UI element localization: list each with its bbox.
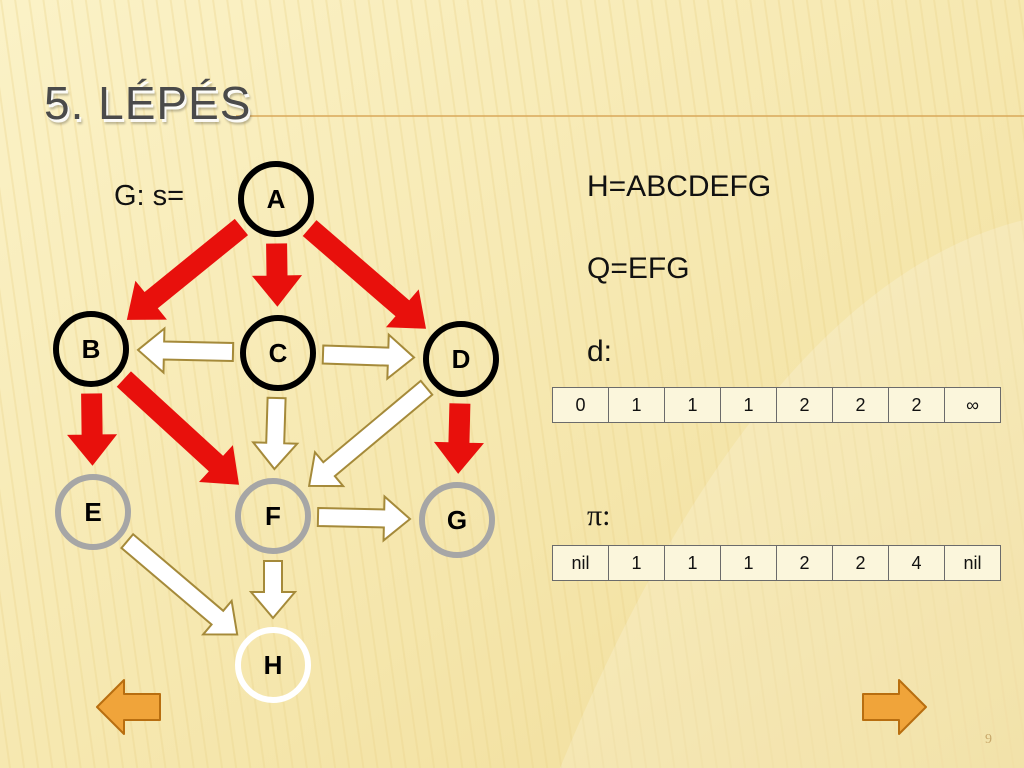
edge-F-H-arrow (248, 560, 298, 620)
node-B-circle (53, 311, 129, 387)
node-B-label: B (82, 334, 101, 364)
node-H-label: H (264, 650, 283, 680)
parent-cell: 1 (664, 545, 721, 581)
node-C: C (240, 315, 316, 391)
parent-row: nil 1 1 1 2 2 4 nil (552, 545, 1001, 581)
distance-table: 0 1 1 1 2 2 2 ∞ (552, 387, 1001, 423)
node-E-circle (55, 474, 131, 550)
graph-edges (67, 218, 484, 636)
node-H-circle (235, 627, 311, 703)
node-H: H (235, 627, 311, 703)
node-D: D (423, 321, 499, 397)
slide-title: 5. LÉPÉS (44, 77, 252, 129)
edge-B-E-arrow (67, 393, 118, 466)
parent-cell: 2 (832, 545, 889, 581)
edge-A-D-arrow (302, 220, 427, 329)
edge-C-D-arrow (321, 332, 416, 381)
distance-cell: 2 (832, 387, 889, 423)
edge-C-F-arrow (251, 396, 300, 471)
parent-cell: 1 (608, 545, 665, 581)
parent-cell: nil (944, 545, 1001, 581)
pi-label: π: (587, 499, 611, 532)
node-D-label: D (452, 344, 471, 374)
edge-D-F-arrow (307, 379, 434, 488)
node-C-label: C (269, 338, 288, 368)
node-C-circle (240, 315, 316, 391)
node-G: G (419, 482, 495, 558)
edge-A-B-arrow (126, 218, 249, 320)
edge-B-F-arrow (116, 371, 240, 485)
parent-cell: 2 (776, 545, 833, 581)
edge-A-C-arrow (251, 243, 303, 307)
distance-cell: 1 (720, 387, 777, 423)
edge-D-G-arrow (433, 403, 484, 474)
navigation (96, 679, 927, 735)
parent-cell: nil (552, 545, 609, 581)
edge-C-B-arrow (136, 326, 235, 375)
prev-slide-button[interactable] (96, 679, 161, 735)
node-B: B (53, 311, 129, 387)
parent-cell: 1 (720, 545, 777, 581)
graph-nodes: A B C D E F G H (53, 161, 499, 703)
q-queue-text: Q=EFG (587, 252, 690, 285)
distance-cell: 1 (608, 387, 665, 423)
node-E-label: E (84, 497, 101, 527)
node-A-label: A (267, 184, 286, 214)
edge-E-H-arrow (120, 532, 239, 636)
node-G-circle (419, 482, 495, 558)
h-set-text: H=ABCDEFG (587, 170, 772, 203)
distance-cell: 2 (888, 387, 945, 423)
distance-cell: 2 (776, 387, 833, 423)
node-F: F (235, 478, 311, 554)
node-D-circle (423, 321, 499, 397)
distance-cell: 0 (552, 387, 609, 423)
graph-source-label: G: s= (114, 180, 185, 212)
edge-F-G-arrow (316, 494, 412, 543)
node-A-circle (238, 161, 314, 237)
d-label: d: (587, 335, 613, 368)
background-swoosh (560, 220, 1024, 768)
node-F-circle (235, 478, 311, 554)
distance-cell: 1 (664, 387, 721, 423)
node-F-label: F (265, 501, 281, 531)
parent-cell: 4 (888, 545, 945, 581)
node-A: A (238, 161, 314, 237)
distance-row: 0 1 1 1 2 2 2 ∞ (552, 387, 1001, 423)
parent-table: nil 1 1 1 2 2 4 nil (552, 545, 1001, 581)
next-slide-button[interactable] (862, 679, 927, 735)
node-E: E (55, 474, 131, 550)
node-G-label: G (447, 505, 467, 535)
distance-cell: ∞ (944, 387, 1001, 423)
page-number: 9 (985, 732, 992, 747)
